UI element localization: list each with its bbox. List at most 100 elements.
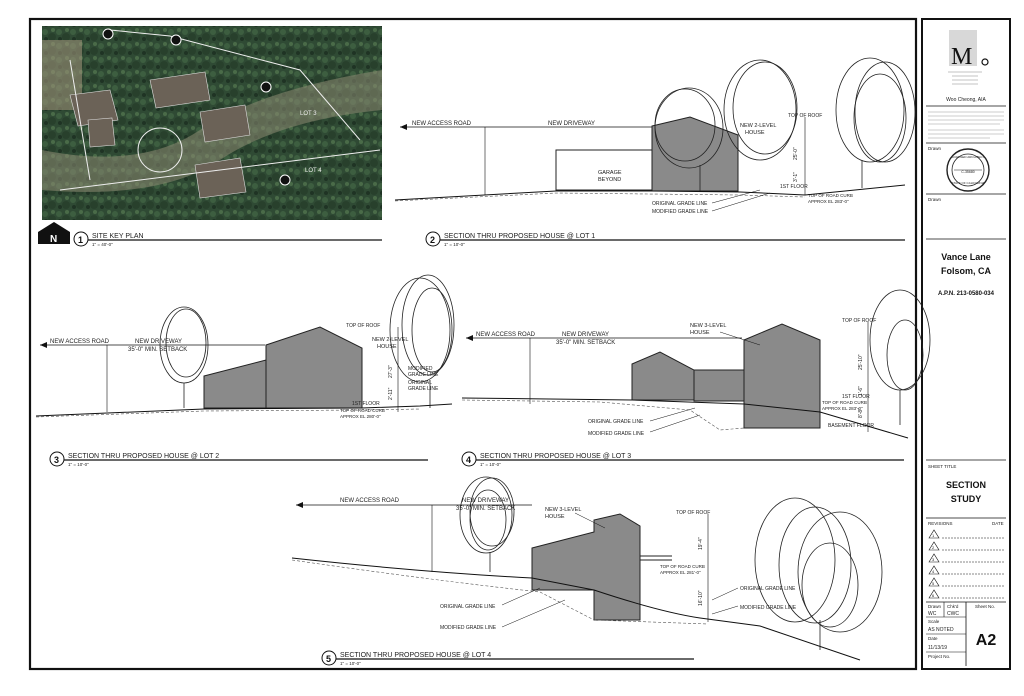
title-block-border xyxy=(921,18,1011,670)
sheet-title-1: SECTION xyxy=(946,480,986,490)
architect-name: Woo Cheong, AIA xyxy=(946,97,986,103)
s4-title: SECTION THRU PROPOSED HOUSE @ LOT 3 xyxy=(480,453,631,460)
s2-scale: 1" = 10'-0" xyxy=(444,242,465,247)
sheet-title-2: STUDY xyxy=(951,494,982,504)
s2-top-roof: TOP OF ROOF xyxy=(788,113,822,119)
s3-height-dim: 27'-3" xyxy=(388,365,394,378)
tb-drawn-label-top: Drawn xyxy=(928,146,942,151)
s5-title: SECTION THRU PROPOSED HOUSE @ LOT 4 xyxy=(340,652,491,659)
s2-garage-1: GARAGE xyxy=(598,170,622,176)
north-arrow-icon: N xyxy=(38,222,70,245)
s3-modified-grade-1: MODIFIED xyxy=(408,366,433,372)
north-label: N xyxy=(50,234,57,245)
s5-house-1: NEW 3-LEVEL xyxy=(545,507,581,513)
s5-top-curb-1: TOP OF ROAD CURB xyxy=(660,564,705,569)
s2-garage-2: BEYOND xyxy=(598,177,621,183)
sheet-number: A2 xyxy=(976,632,997,649)
s4-number: 4 xyxy=(466,455,471,465)
s3-first-floor: 1ST FLOOR xyxy=(352,401,380,407)
s5-top-curb-2: APPROX EL 281'-0" xyxy=(660,570,701,575)
s4-basement-floor: BASEMENT FLOOR xyxy=(828,423,874,429)
s3-original-grade-2: GRADE LINE xyxy=(408,386,439,392)
revision-rows: 1 2 3 4 5 xyxy=(928,529,1004,599)
s4-basement-dim: 8'-8" xyxy=(858,408,864,418)
s5-driveway: NEW DRIVEWAY xyxy=(462,498,509,504)
s3-house-2: HOUSE xyxy=(377,344,397,350)
scale-value: AS NOTED xyxy=(928,627,954,633)
site-key-plan: LOT 3 LOT 4 N 1 SITE KEY PLAN 1" = 40'-0… xyxy=(38,26,382,247)
s4-top-roof: TOP OF ROOF xyxy=(842,318,876,324)
project-no-label: Project No. xyxy=(928,654,950,659)
s4-top-curb-2: APPROX EL 283'-0" xyxy=(822,406,863,411)
s4-first-floor: 1ST FLOOR xyxy=(842,394,870,400)
s4-height-dim: 25'-10" xyxy=(858,354,864,370)
s3-original-grade-1: ORIGINAL xyxy=(408,380,432,386)
svg-text:M: M xyxy=(951,44,972,70)
s3-title: SECTION THRU PROPOSED HOUSE @ LOT 2 xyxy=(68,453,219,460)
s5-modified-grade-2: MODIFIED GRADE LINE xyxy=(740,605,797,611)
architect-logo: M xyxy=(948,30,989,85)
drawn-label: Drawn xyxy=(928,604,942,609)
revision-mark: 5 xyxy=(932,581,935,586)
revisions-label: REVISIONS xyxy=(928,521,953,526)
s2-original-grade: ORIGINAL GRADE LINE xyxy=(652,201,708,207)
s2-house-2: HOUSE xyxy=(745,130,765,136)
architect-stamp: LICENSED ARCHITECT C-35680 STATE OF CALI… xyxy=(946,148,990,192)
sheet-no-label: Sheet No. xyxy=(975,604,995,609)
site-plan-title: SITE KEY PLAN xyxy=(92,233,144,240)
s5-height-dim: 19'-4" xyxy=(698,537,704,550)
s3-top-curb-2: APPROX EL 280'-0" xyxy=(340,414,381,419)
date-value: 11/13/19 xyxy=(928,645,947,651)
s5-number: 5 xyxy=(326,654,331,664)
s2-top-curb-2: APPROX EL 283'-0" xyxy=(808,199,849,204)
revision-mark: 2 xyxy=(932,545,935,550)
s2-house-1: NEW 2-LEVEL xyxy=(740,123,776,129)
s4-house-2: HOUSE xyxy=(690,330,710,336)
revision-mark: 3 xyxy=(932,557,935,562)
s3-scale: 1" = 10'-0" xyxy=(68,462,89,467)
s5-original-grade: ORIGINAL GRADE LINE xyxy=(440,604,496,610)
revisions-date-label: DATE xyxy=(992,521,1004,526)
s5-lower-dim: 16'-10" xyxy=(698,590,704,606)
s4-top-curb-1: TOP OF ROAD CURB xyxy=(822,400,867,405)
revision-mark: 1 xyxy=(932,533,935,538)
section-lot-1: NEW ACCESS ROAD NEW DRIVEWAY GARAGE BEYO… xyxy=(394,57,916,247)
project-line-1: Vance Lane xyxy=(941,252,991,262)
s4-original-grade: ORIGINAL GRADE LINE xyxy=(588,419,644,425)
drawn-by: WC xyxy=(928,611,937,617)
s2-access-road: NEW ACCESS ROAD xyxy=(412,121,472,127)
section-lot-3: NEW ACCESS ROAD NEW DRIVEWAY 35'-0" MIN.… xyxy=(461,289,931,467)
s2-height-dim: 25'-0" xyxy=(793,147,799,160)
s2-modified-grade: MODIFIED GRADE LINE xyxy=(652,209,709,215)
s4-driveway: NEW DRIVEWAY xyxy=(562,332,609,338)
s2-driveway: NEW DRIVEWAY xyxy=(548,121,595,127)
checked-label: Chk'd xyxy=(947,604,959,609)
section-lot-4: NEW ACCESS ROAD NEW DRIVEWAY 35'-0" MIN.… xyxy=(291,476,883,666)
s4-access-road: NEW ACCESS ROAD xyxy=(476,332,536,338)
project-line-2: Folsom, CA xyxy=(941,266,992,276)
s4-house-1: NEW 3-LEVEL xyxy=(690,323,726,329)
site-plan-number: 1 xyxy=(78,235,83,245)
section-lot-2: NEW ACCESS ROAD NEW DRIVEWAY 35'-0" MIN.… xyxy=(35,274,455,467)
s3-driveway: NEW DRIVEWAY xyxy=(135,339,182,345)
svg-text:LOT 3: LOT 3 xyxy=(300,111,317,117)
scale-label: Scale xyxy=(928,619,940,624)
s5-house-2: HOUSE xyxy=(545,514,565,520)
s5-scale: 1" = 10'-0" xyxy=(340,661,361,666)
stamp-text-2: C-35680 xyxy=(961,170,974,174)
s2-number: 2 xyxy=(430,235,435,245)
svg-text:LOT 4: LOT 4 xyxy=(305,168,322,174)
s5-top-roof: TOP OF ROOF xyxy=(676,510,710,516)
sheet-title-label: SHEET TITLE xyxy=(928,464,956,469)
s2-top-curb-1: TOP OF ROAD CURB xyxy=(808,193,853,198)
s5-original-grade-2: ORIGINAL GRADE LINE xyxy=(740,586,796,592)
s3-top-curb-1: TOP OF ROAD CURB xyxy=(340,408,385,413)
s2-title: SECTION THRU PROPOSED HOUSE @ LOT 1 xyxy=(444,233,595,240)
s4-floor-dim: 1'-6" xyxy=(858,386,864,396)
s5-setback: 35'-0" MIN. SETBACK xyxy=(456,506,515,512)
sheet-border xyxy=(28,17,918,671)
checked-by: CWC xyxy=(947,611,959,617)
s3-floor-dim: 2'-11" xyxy=(388,387,394,400)
title-block: M Woo Cheong, AIA Drawn LICENSED ARCHITE… xyxy=(926,30,1006,666)
